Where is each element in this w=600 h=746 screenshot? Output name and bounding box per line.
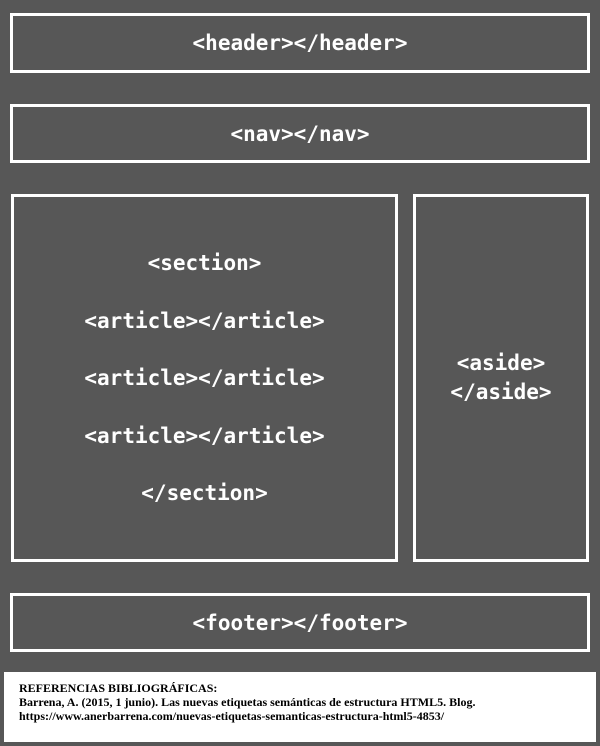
references-heading: REFERENCIAS BIBLIOGRÁFICAS:: [19, 681, 218, 695]
references-panel: REFERENCIAS BIBLIOGRÁFICAS: Barrena, A. …: [4, 672, 596, 742]
aside-open-label: <aside>: [456, 351, 546, 375]
header-block-label: <header></header>: [192, 31, 408, 55]
section-block: <section> <article></article> <article><…: [11, 194, 398, 562]
footer-block: <footer></footer>: [10, 593, 590, 652]
aside-block: <aside> </aside>: [413, 194, 589, 562]
article-label-2: <article></article>: [84, 366, 325, 390]
nav-block: <nav></nav>: [10, 104, 590, 163]
header-block: <header></header>: [10, 13, 590, 73]
footer-block-label: <footer></footer>: [192, 610, 408, 635]
article-label-1: <article></article>: [84, 308, 325, 333]
references-citation: Barrena, A. (2015, 1 junio). Las nuevas …: [19, 695, 476, 709]
article-label-3: <article></article>: [84, 423, 325, 448]
section-close-label: </section>: [141, 481, 268, 505]
aside-close-label: </aside>: [450, 380, 552, 404]
section-open-label: <section>: [147, 251, 262, 275]
nav-block-label: <nav></nav>: [230, 121, 370, 146]
references-url: https://www.anerbarrena.com/nuevas-etiqu…: [19, 709, 445, 723]
